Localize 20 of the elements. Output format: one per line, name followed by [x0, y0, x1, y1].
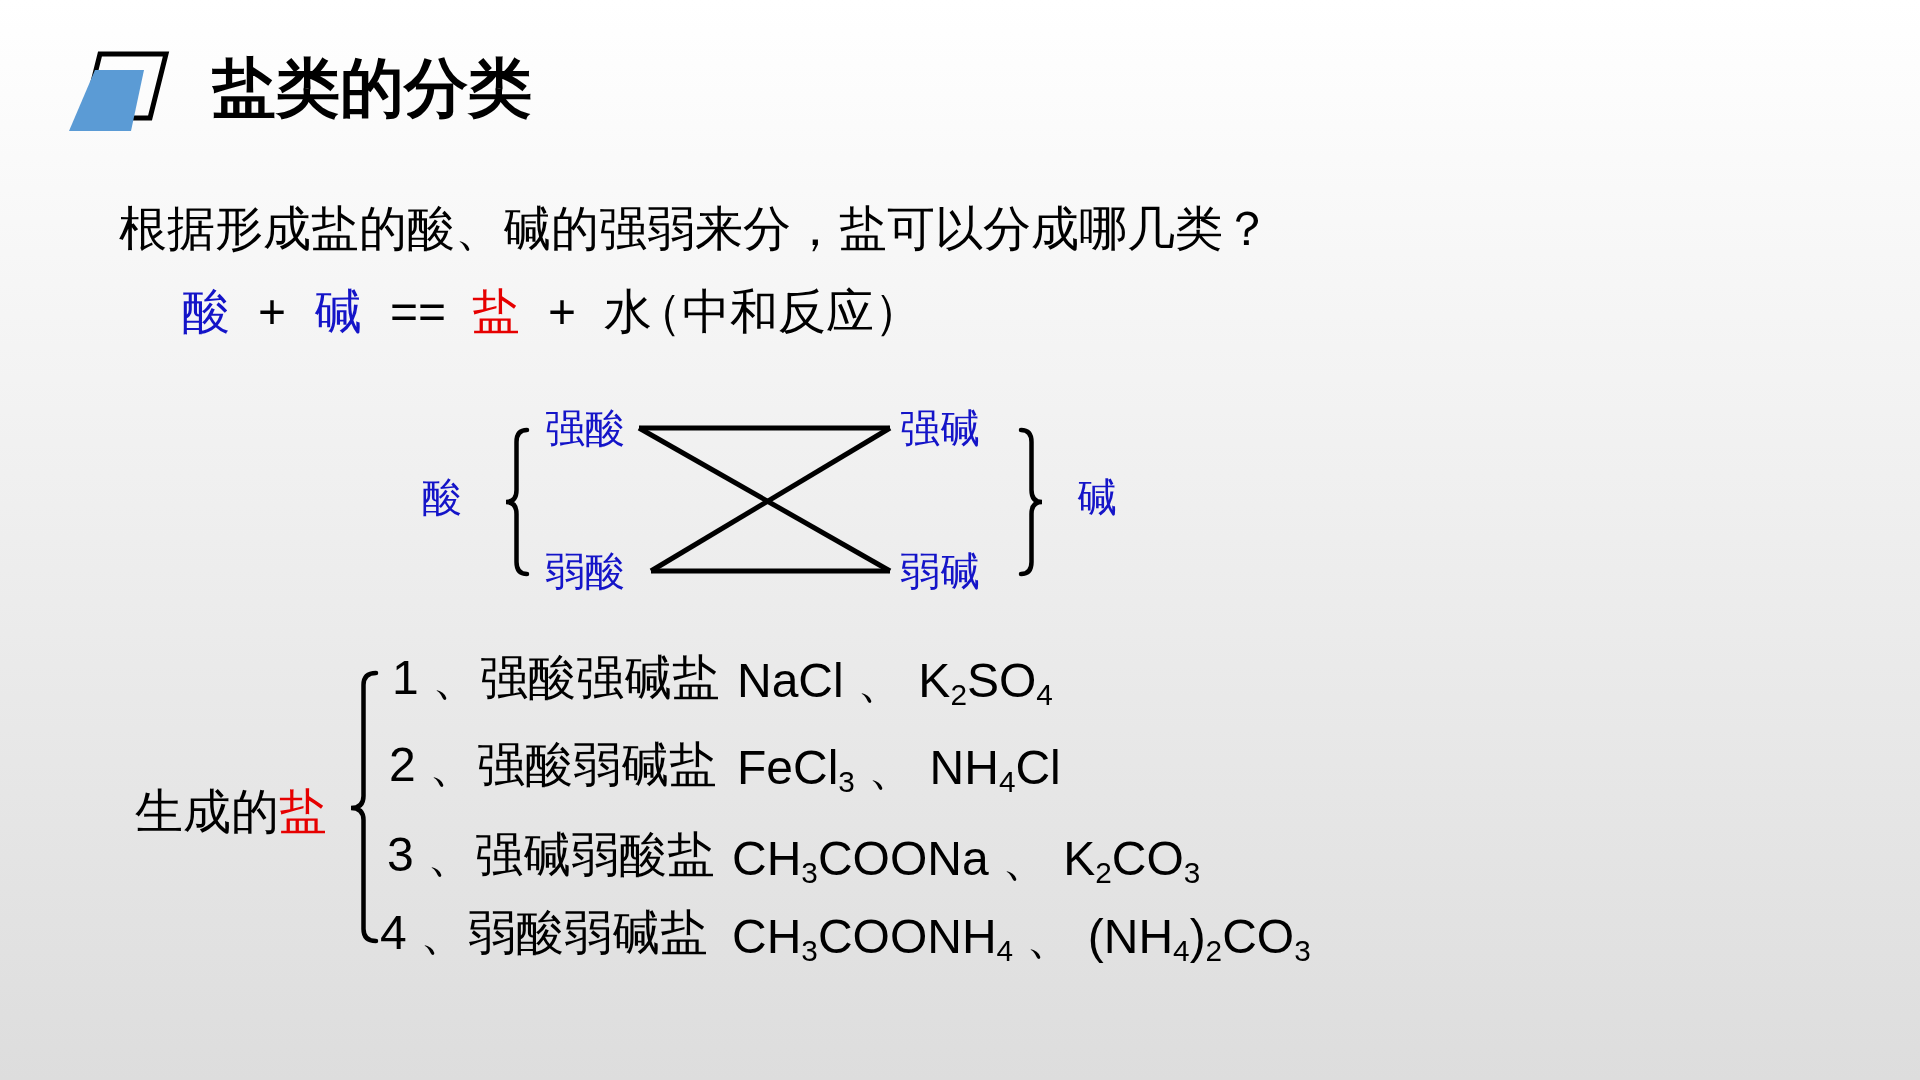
category-item: 2 、强酸弱碱盐: [389, 741, 718, 789]
question-text: 根据形成盐的酸、碱的强弱来分，盐可以分成哪几类？: [119, 205, 1271, 253]
formula-text: NaCl 、 K$_{2}$SO$_{4}$: [737, 657, 1053, 705]
formula-text: CH$_{3}$COONH$_{4}$ 、 (NH$_{4}$)$_{2}$CO$_{3}$: [732, 913, 1311, 961]
group-label: 碱: [1077, 477, 1117, 517]
category-label: 强酸: [541, 404, 639, 452]
connector-line: [639, 425, 890, 431]
side-heading: 生成的盐: [135, 788, 327, 836]
formula-text: FeCl$_{3}$ 、 NH$_{4}$Cl: [737, 744, 1061, 792]
equation: 酸 + 碱 == 盐 + 水（中和反应）: [182, 288, 923, 336]
category-item: 3 、强碱弱酸盐: [387, 831, 716, 879]
group-label: 酸: [422, 477, 462, 517]
category-item: 4 、弱酸弱碱盐: [380, 909, 709, 957]
category-item: 1 、强酸强碱盐: [392, 654, 721, 702]
category-label: 弱酸: [541, 547, 651, 595]
connector-line: [651, 568, 890, 574]
category-label: 弱碱: [890, 547, 984, 595]
formula-text: CH$_{3}$COONa 、 K$_{2}$CO$_{3}$: [732, 835, 1201, 883]
category-label: 强碱: [890, 404, 984, 452]
slide-title: 盐类的分类: [212, 56, 532, 120]
